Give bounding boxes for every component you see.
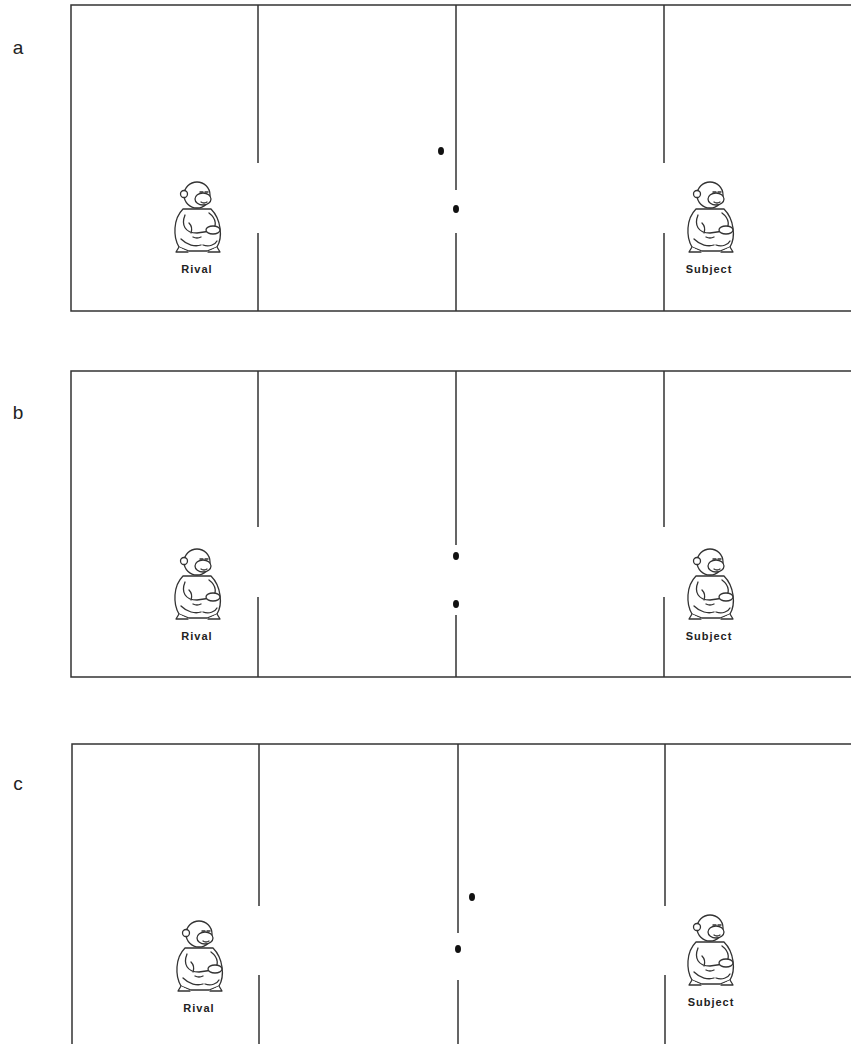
animal-label: Rival	[181, 631, 212, 642]
panel-letter: a	[13, 38, 24, 57]
panel-letter: c	[13, 774, 23, 793]
animal-label: Subject	[686, 631, 733, 642]
food-pieces	[438, 147, 475, 953]
animal-label: Subject	[686, 264, 733, 275]
animal-label: Subject	[688, 997, 735, 1008]
animal-label: Rival	[183, 1003, 214, 1014]
animal-label: Rival	[181, 264, 212, 275]
panel-letter: b	[13, 403, 24, 422]
chimpanzee-figures	[175, 182, 733, 991]
room-walls	[71, 5, 851, 1044]
